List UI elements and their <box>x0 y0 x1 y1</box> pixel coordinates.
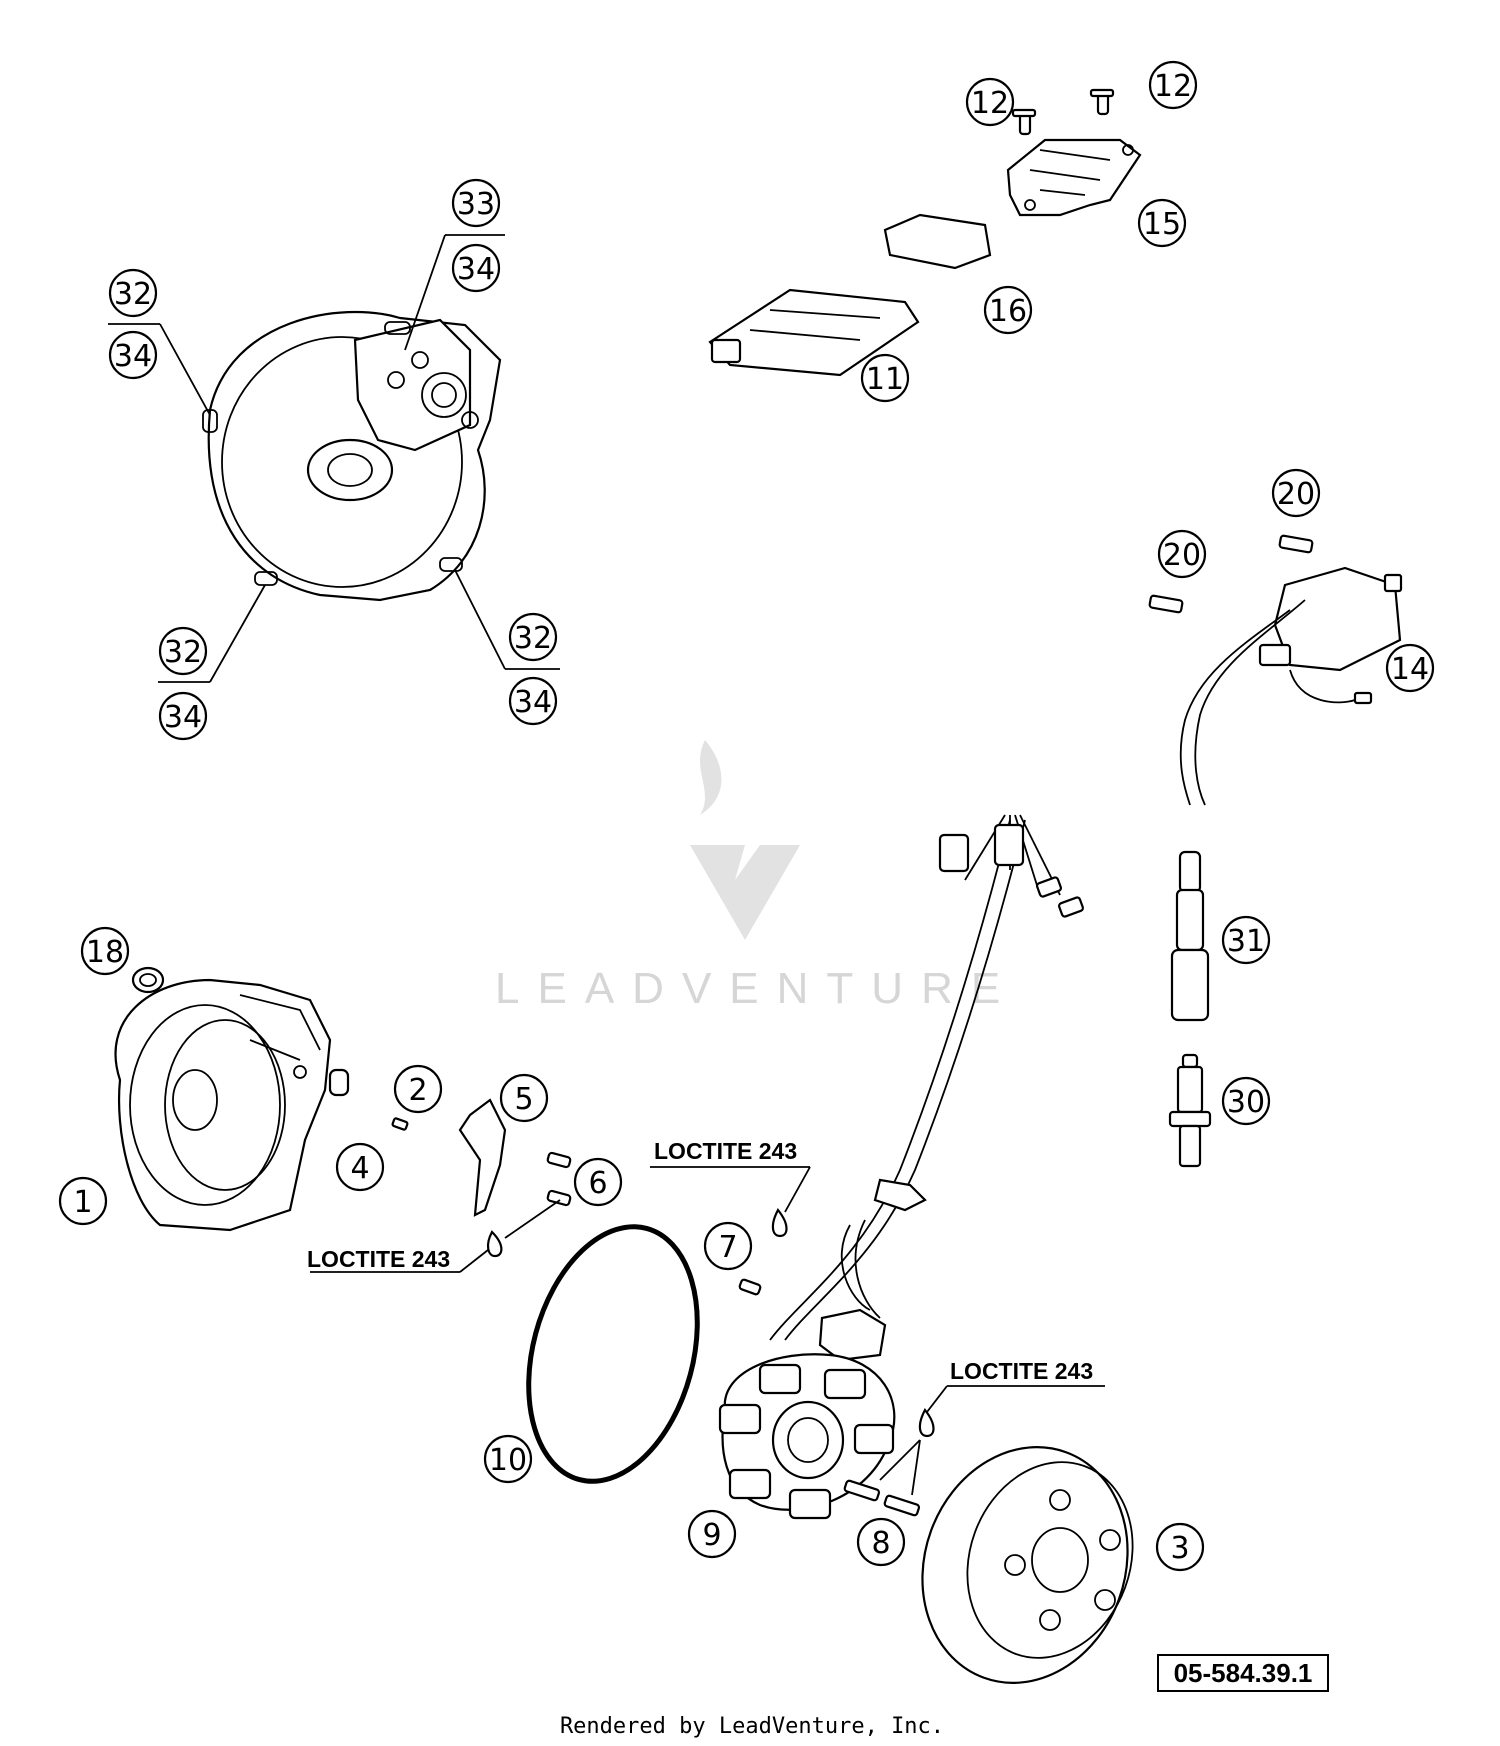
callout-20: 20 <box>1271 468 1321 518</box>
callout-34: 34 <box>158 691 208 741</box>
cdi-unit-11 <box>708 288 920 377</box>
callout-33: 33 <box>451 178 501 228</box>
spark-plug-30 <box>1168 1053 1212 1168</box>
callout-32-label: 32 <box>114 277 152 312</box>
callout-20-label: 20 <box>1277 477 1315 512</box>
callout-2-label: 2 <box>408 1073 427 1108</box>
render-credit: Rendered by LeadVenture, Inc. <box>560 1714 944 1739</box>
voltage-regulator-15 <box>1006 88 1142 217</box>
watermark: LEADVENTURE <box>495 740 1018 1013</box>
callout-15-label: 15 <box>1143 207 1181 242</box>
callout-34: 34 <box>108 330 158 380</box>
callout-8: 8 <box>856 1517 906 1567</box>
callout-18-label: 18 <box>86 935 124 970</box>
callout-34: 34 <box>508 676 558 726</box>
callout-10-label: 10 <box>489 1443 527 1478</box>
callout-16-label: 16 <box>989 294 1027 329</box>
callout-4: 4 <box>335 1142 385 1192</box>
callout-32: 32 <box>158 626 208 676</box>
plug-18 <box>131 966 165 994</box>
loctite-drop <box>486 1230 503 1258</box>
callout-8-label: 8 <box>871 1526 890 1561</box>
callout-18: 18 <box>80 926 130 976</box>
callout-12: 12 <box>965 77 1015 127</box>
loctite-note: LOCTITE 243 <box>654 1138 797 1164</box>
callout-7-label: 7 <box>718 1230 737 1265</box>
diagram-reference-box: 05-584.39.1 <box>1157 1654 1329 1692</box>
callout-31: 31 <box>1221 915 1271 965</box>
callout-10: 10 <box>483 1434 533 1484</box>
callout-9-label: 9 <box>702 1518 721 1553</box>
callout-12-label: 12 <box>1154 69 1192 104</box>
callout-5-label: 5 <box>514 1082 533 1117</box>
callout-34: 34 <box>451 243 501 293</box>
callout-3: 3 <box>1155 1522 1205 1572</box>
callout-6: 6 <box>573 1157 623 1207</box>
callout-14: 14 <box>1385 643 1435 693</box>
leader-lines <box>108 234 1105 1496</box>
callout-30-label: 30 <box>1227 1085 1265 1120</box>
callout-20: 20 <box>1157 529 1207 579</box>
loctite-drop <box>771 1208 788 1238</box>
callout-20-label: 20 <box>1163 538 1201 573</box>
callout-32-label: 32 <box>514 621 552 656</box>
callout-30: 30 <box>1221 1076 1271 1126</box>
woodruff-key <box>328 1068 350 1097</box>
spark-plug-cap-31 <box>1170 850 1210 1022</box>
callout-12: 12 <box>1148 60 1198 110</box>
diagram-reference: 05-584.39.1 <box>1174 1658 1313 1688</box>
callout-5: 5 <box>499 1073 549 1123</box>
callout-15: 15 <box>1137 198 1187 248</box>
callout-34-label: 34 <box>457 252 495 287</box>
o-ring-10 <box>526 1224 700 1484</box>
callout-34-label: 34 <box>514 685 552 720</box>
callout-1: 1 <box>58 1176 108 1226</box>
rubber-holder-16 <box>883 213 992 270</box>
stator-9 <box>718 814 1084 1520</box>
callout-6-label: 6 <box>588 1166 607 1201</box>
callout-4-label: 4 <box>350 1151 369 1186</box>
callout-3-label: 3 <box>1170 1531 1189 1566</box>
callout-34-label: 34 <box>164 700 202 735</box>
rotor-3 <box>921 1446 1134 1684</box>
screws-6 <box>546 1151 572 1207</box>
screw-2 <box>391 1117 409 1131</box>
callout-16: 16 <box>983 285 1033 335</box>
watermark-text: LEADVENTURE <box>495 964 1018 1013</box>
loctite-note: LOCTITE 243 <box>307 1246 450 1272</box>
callout-11: 11 <box>860 353 910 403</box>
cable-guide-5 <box>458 1098 507 1217</box>
callout-14-label: 14 <box>1391 652 1429 687</box>
callout-31-label: 31 <box>1227 924 1265 959</box>
callout-12-label: 12 <box>971 86 1009 121</box>
bolts-20 <box>1148 534 1314 614</box>
callout-1-label: 1 <box>73 1185 92 1220</box>
ignition-coil-14 <box>1179 566 1403 806</box>
callout-11-label: 11 <box>866 362 904 397</box>
screws-8 <box>843 1479 921 1517</box>
callout-2: 2 <box>393 1064 443 1114</box>
loctite-note: LOCTITE 243 <box>950 1358 1093 1384</box>
loctite-drop <box>918 1408 935 1438</box>
callout-32: 32 <box>508 612 558 662</box>
generator-cover <box>202 310 502 602</box>
ignition-cover <box>114 978 332 1232</box>
callout-32-label: 32 <box>164 635 202 670</box>
callout-32: 32 <box>108 268 158 318</box>
callout-7: 7 <box>703 1221 753 1271</box>
screw-7 <box>738 1278 762 1296</box>
callout-34-label: 34 <box>114 339 152 374</box>
callout-33-label: 33 <box>457 187 495 222</box>
callout-9: 9 <box>687 1509 737 1559</box>
